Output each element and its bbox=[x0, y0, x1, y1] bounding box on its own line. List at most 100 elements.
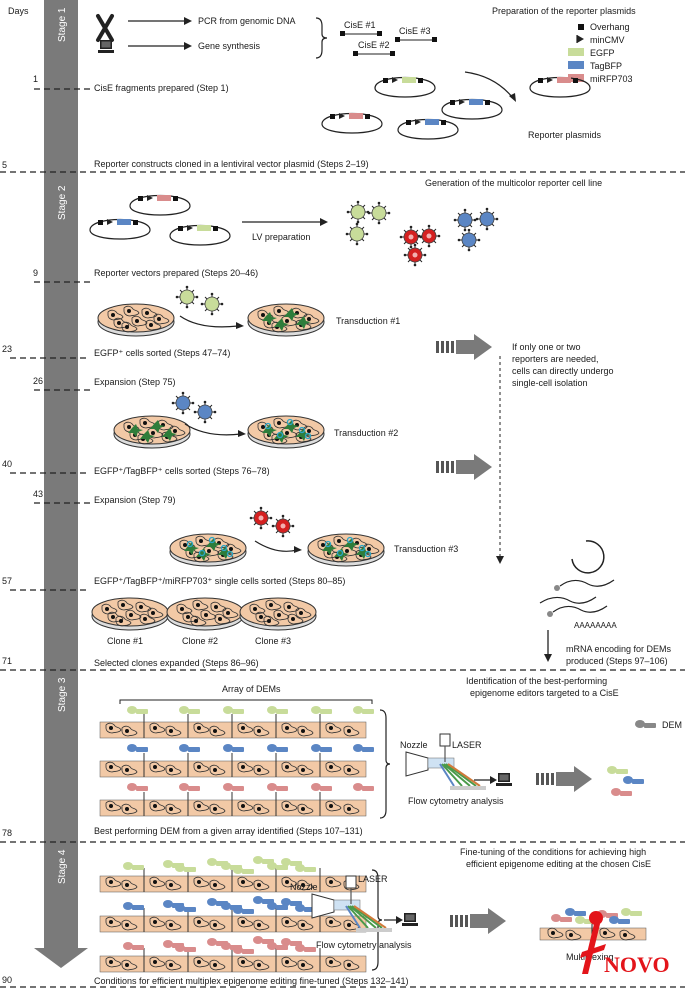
plasmid-legend: Overhang minCMV EGFP TagBFP miRFP703 bbox=[568, 22, 633, 84]
legend-overhang: Overhang bbox=[590, 22, 630, 32]
stage2-title: Generation of the multicolor reporter ce… bbox=[425, 178, 602, 188]
mincmv-icon bbox=[577, 35, 584, 43]
svg-text:single-cell isolation: single-cell isolation bbox=[512, 378, 588, 388]
mrna-note: mRNA encoding for DEMs produced (Steps 9… bbox=[566, 644, 672, 666]
dish-untransduced-1 bbox=[98, 304, 174, 336]
svg-text:efficient epigenome editing at: efficient epigenome editing at the chose… bbox=[466, 859, 651, 869]
best-dem-result bbox=[607, 766, 644, 796]
dem-array-strips bbox=[100, 714, 366, 816]
reporter-plasmids-label: Reporter plasmids bbox=[528, 130, 602, 140]
pcr-label: PCR from genomic DNA bbox=[198, 16, 296, 26]
day-label: 9 bbox=[33, 268, 38, 278]
stage-label: Stage 3 bbox=[57, 677, 68, 712]
clone2-label: Clone #2 bbox=[182, 636, 218, 646]
step-clones-expanded: Selected clones expanded (Steps 86–96) bbox=[94, 658, 259, 668]
day-label: 40 bbox=[2, 459, 12, 469]
svg-text:AAAAAAAA: AAAAAAAA bbox=[574, 621, 617, 630]
fine-tune-red bbox=[123, 936, 316, 954]
computer-icon bbox=[98, 40, 114, 53]
dish-egfp-bfp-2 bbox=[170, 534, 246, 566]
synthesis-label: Gene synthesis bbox=[198, 41, 261, 51]
sort-arrow-1 bbox=[436, 334, 492, 360]
step-best: Best performing DEM from a given array i… bbox=[94, 826, 363, 836]
novo-watermark: NOVO bbox=[580, 911, 670, 977]
laser-label-4: LASER bbox=[358, 874, 388, 884]
clone-dishes bbox=[92, 598, 316, 630]
green-viruses-1 bbox=[175, 285, 224, 316]
cise2-label: CisE #2 bbox=[358, 40, 390, 50]
chromosome-icon bbox=[96, 14, 114, 42]
direct-isolation-arrow bbox=[496, 356, 504, 564]
cise3-label: CisE #3 bbox=[399, 26, 431, 36]
day-label: 43 bbox=[33, 489, 43, 499]
dish-egfp bbox=[248, 304, 324, 336]
fine-tune-brace bbox=[371, 869, 383, 971]
svg-text:epigenome editors targeted to: epigenome editors targeted to a CisE bbox=[470, 688, 619, 698]
lv-prep-label: LV preparation bbox=[252, 232, 310, 242]
stage-label: Stage 1 bbox=[57, 7, 68, 42]
stage-label: Stage 2 bbox=[57, 185, 68, 220]
lentivirus-particles bbox=[345, 200, 499, 267]
flow-label-3: Flow cytometry analysis bbox=[408, 796, 504, 806]
transduction1-arrow bbox=[179, 315, 239, 328]
svg-text:Fine-tuning of the conditions: Fine-tuning of the conditions for achiev… bbox=[460, 847, 646, 857]
sort-arrow-2 bbox=[436, 454, 492, 480]
dem-array-red bbox=[127, 783, 374, 791]
step-cloned: Reporter constructs cloned in a lentivir… bbox=[94, 159, 369, 169]
red-viruses bbox=[249, 506, 295, 538]
computer-icon-4 bbox=[402, 913, 418, 926]
expansion2-label: Expansion (Step 79) bbox=[94, 495, 176, 505]
day-ticks bbox=[10, 88, 90, 591]
stage4-title: Fine-tuning of the conditions for achiev… bbox=[460, 847, 651, 869]
stage3-title: Identification of the best-performing ep… bbox=[466, 676, 619, 698]
day-label: 78 bbox=[2, 828, 12, 838]
transduction3-label: Transduction #3 bbox=[394, 544, 458, 554]
mrna-arrow bbox=[544, 630, 552, 662]
legend-egfp: EGFP bbox=[590, 48, 615, 58]
svg-text:Identification of the best-per: Identification of the best-performing bbox=[466, 676, 607, 686]
computer-icon-3 bbox=[496, 773, 512, 786]
transduction2-arrow bbox=[184, 423, 242, 436]
step-vectors: Reporter vectors prepared (Steps 20–46) bbox=[94, 268, 258, 278]
dem-legend: DEM bbox=[635, 720, 682, 730]
svg-text:mRNA encoding for DEMs: mRNA encoding for DEMs bbox=[566, 644, 672, 654]
day-labels: 1 5 9 23 26 40 43 57 71 78 90 bbox=[2, 74, 43, 985]
brace bbox=[315, 17, 328, 59]
dem-array-blue bbox=[127, 744, 374, 752]
blue-viruses bbox=[171, 391, 217, 424]
day-label: 5 bbox=[2, 160, 7, 170]
stage-label: Stage 4 bbox=[57, 849, 68, 884]
sort-arrow-3 bbox=[536, 766, 592, 792]
clone3-label: Clone #3 bbox=[255, 636, 291, 646]
stage-dividers bbox=[0, 171, 685, 988]
days-header: Days bbox=[8, 6, 29, 16]
lv-arrow bbox=[242, 218, 328, 226]
step-fine-tuned: Conditions for efficient multiplex epige… bbox=[94, 976, 409, 986]
day-label: 71 bbox=[2, 656, 12, 666]
array-brace bbox=[379, 709, 391, 819]
svg-text:NOVO: NOVO bbox=[604, 952, 670, 977]
fine-tune-blue bbox=[123, 896, 316, 914]
svg-text:reporters are needed,: reporters are needed, bbox=[512, 354, 599, 364]
transduction2-label: Transduction #2 bbox=[334, 428, 398, 438]
cise-fragments bbox=[340, 31, 437, 56]
day-label: 90 bbox=[2, 975, 12, 985]
nozzle-label-3: Nozzle bbox=[400, 740, 428, 750]
cise1-label: CisE #1 bbox=[344, 20, 376, 30]
tagbfp-swatch bbox=[568, 61, 584, 69]
legend-tagbfp: TagBFP bbox=[590, 61, 622, 71]
expansion1-label: Expansion (Step 75) bbox=[94, 377, 176, 387]
overhang-swatch bbox=[578, 24, 584, 30]
dish-egfp-2 bbox=[114, 416, 190, 448]
timeline-arrow bbox=[34, 0, 88, 968]
svg-text:If only one or two: If only one or two bbox=[512, 342, 581, 352]
nozzle-label-4: Nozzle bbox=[290, 882, 318, 892]
transduction3-arrow bbox=[254, 540, 298, 552]
fine-tune-strips bbox=[100, 868, 366, 972]
transduction1-label: Transduction #1 bbox=[336, 316, 400, 326]
clone1-label: Clone #1 bbox=[107, 636, 143, 646]
array-bracket bbox=[119, 699, 373, 704]
step-single-cells: EGFP⁺/TagBFP⁺/miRFP703⁺ single cells sor… bbox=[94, 576, 345, 586]
step-egfp-bfp-sorted: EGFP⁺/TagBFP⁺ cells sorted (Steps 76–78) bbox=[94, 466, 270, 476]
step-fragments: CisE fragments prepared (Step 1) bbox=[94, 83, 229, 93]
